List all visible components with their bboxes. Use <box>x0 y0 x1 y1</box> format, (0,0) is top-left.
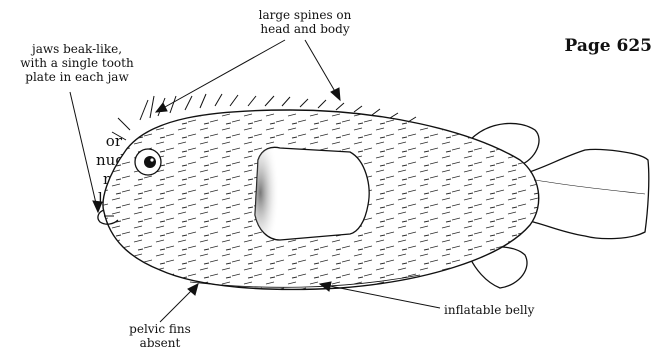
tail-fin <box>520 149 649 238</box>
pupil <box>144 156 156 168</box>
